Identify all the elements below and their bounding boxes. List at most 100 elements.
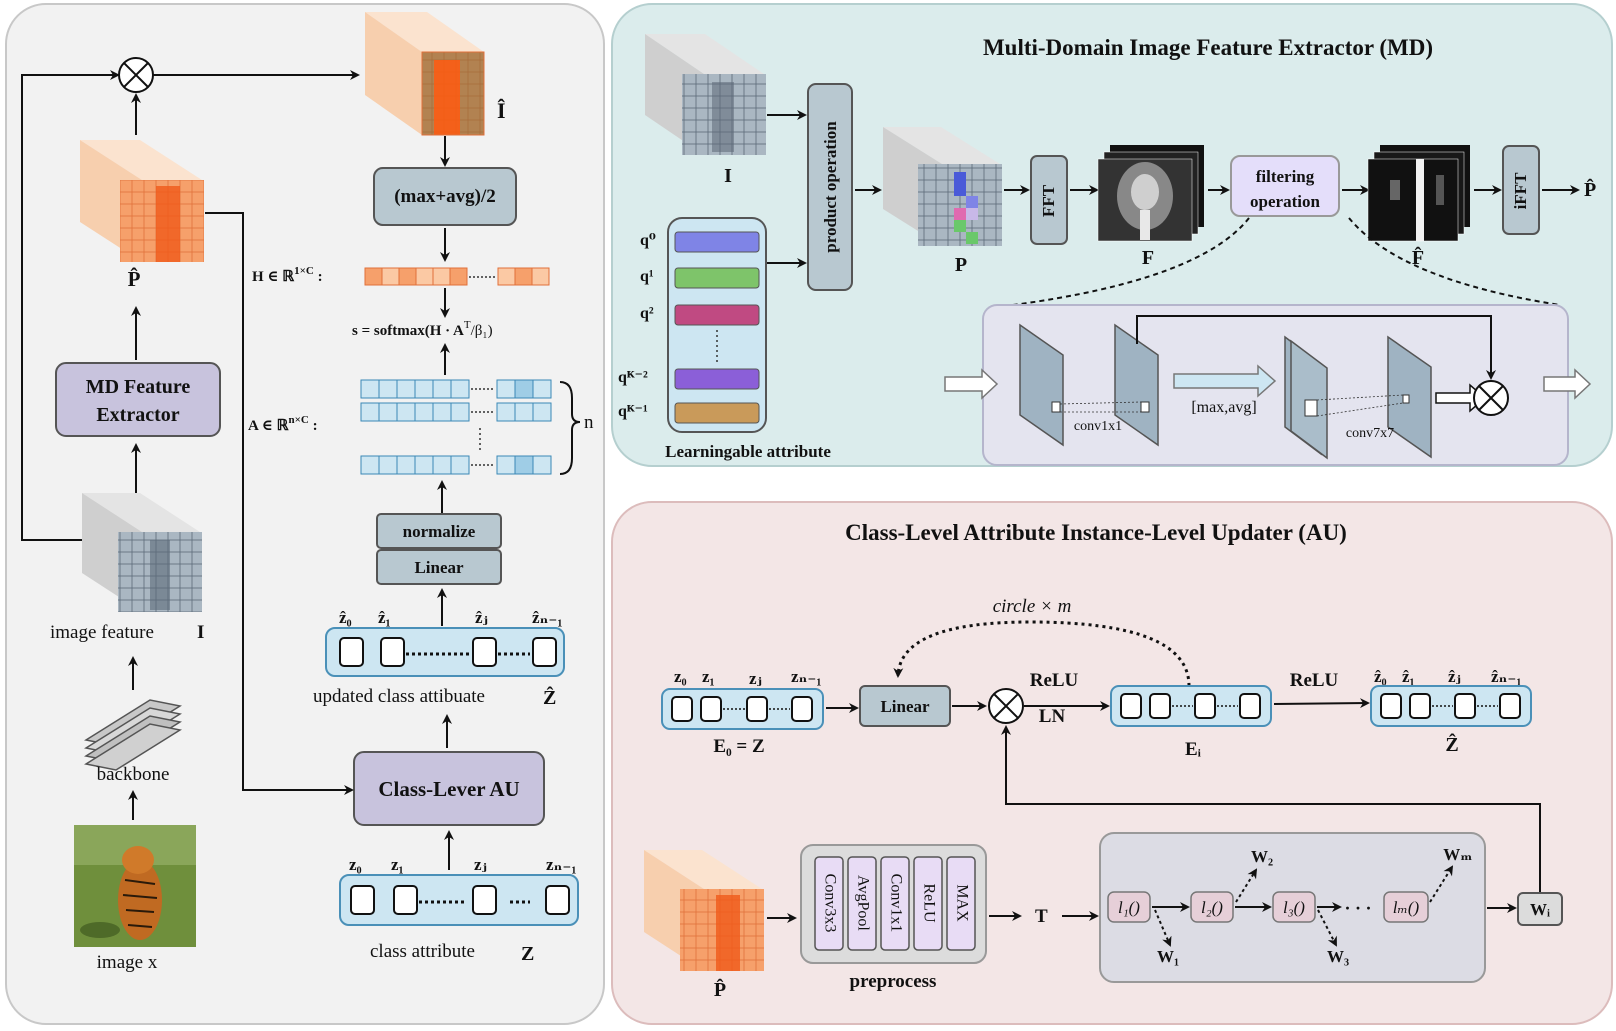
- filtering-line1: filtering: [1256, 167, 1315, 186]
- normalize-label: normalize: [403, 522, 476, 541]
- qk1-label: qᴷ⁻¹: [618, 403, 648, 420]
- au-zhat1-label: ẑ₁: [1402, 667, 1415, 686]
- p-label-md: P: [955, 254, 967, 276]
- h-label: H ∈ ℝ1×C :: [252, 265, 323, 285]
- arrow-p-to-au: [205, 212, 354, 795]
- preprocess-label: preprocess: [850, 971, 937, 992]
- ifft-label: iFFT: [1511, 172, 1530, 209]
- pre-layer-2: AvgPool: [854, 875, 871, 931]
- ei-label: Eᵢ: [1185, 739, 1202, 760]
- class-lever-au-box: [353, 751, 545, 826]
- wi-label: Wᵢ: [1530, 900, 1550, 919]
- z-n-label: zₙ₋₁: [546, 855, 576, 874]
- p-hat-cube-left: [80, 140, 204, 262]
- zhat-n-label: ẑₙ₋₁: [532, 608, 562, 627]
- tiger-image: [74, 825, 196, 947]
- lm-label: lₘ(): [1393, 898, 1420, 917]
- e0-label: E₀ = Z: [713, 736, 764, 757]
- product-label: product operation: [821, 121, 840, 253]
- l3-label: l₃(): [1283, 898, 1305, 917]
- au-multiply-icon: [988, 688, 1024, 724]
- i-hat-label: Î: [497, 98, 506, 123]
- q1-label: q¹: [640, 268, 654, 285]
- qk2-label: qᴷ⁻²: [618, 369, 648, 386]
- image-feature-var: I: [197, 622, 204, 643]
- image-feature-cube: [82, 493, 202, 612]
- preprocess-layers: [814, 856, 976, 951]
- i-label-md: I: [724, 165, 732, 187]
- ifft-box: [1502, 145, 1540, 235]
- pre-layer-4: ReLU: [920, 883, 937, 923]
- wm-label: Wₘ: [1443, 845, 1472, 864]
- md-feature-extractor-box: [55, 362, 221, 437]
- detail-out-arrow: [1543, 368, 1592, 400]
- zhat-0-label: ẑ₀: [339, 608, 352, 627]
- class-attr-label: class attribute: [370, 941, 475, 962]
- circle-label: circle × m: [993, 596, 1072, 617]
- au-z1-label: z₁: [702, 667, 715, 686]
- relu1-label: ReLU: [1030, 670, 1079, 691]
- learn-label: Learningable attribute: [665, 442, 831, 461]
- maxavg-label: (max+avg)/2: [394, 186, 496, 207]
- updated-var-label: Ẑ: [543, 685, 556, 709]
- n-brace: [559, 381, 581, 475]
- relu2-label: ReLU: [1290, 670, 1339, 691]
- au-title: Class-Level Attribute Instance-Level Upd…: [845, 520, 1347, 545]
- z-0-label: z₀: [349, 855, 362, 874]
- h-vector: [364, 267, 550, 286]
- filtering-box: [1230, 155, 1340, 217]
- fft-label: FFT: [1039, 184, 1058, 217]
- fft-box: [1030, 155, 1068, 245]
- backbone-label: backbone: [97, 764, 170, 785]
- image-x-label: image x: [97, 952, 158, 973]
- t-label: T: [1035, 906, 1048, 927]
- w2-label: W₂: [1251, 847, 1273, 866]
- f-hat-label: F̂: [1412, 245, 1424, 269]
- q2-label: q²: [640, 305, 654, 322]
- maxavg-box: [373, 167, 517, 226]
- a-matrix: [360, 379, 552, 475]
- pre-layer-3: Conv1x1: [887, 874, 904, 933]
- n-label: n: [584, 412, 594, 433]
- au-zj-label: zⱼ: [749, 669, 762, 688]
- detail-in-arrow: [944, 368, 999, 400]
- f-label: F: [1142, 247, 1154, 269]
- conv7-label: conv7x7: [1346, 426, 1394, 441]
- z-1-label: z₁: [391, 855, 404, 874]
- a-label: A ∈ ℝn×C :: [248, 414, 318, 434]
- p-hat-cube-au: [644, 850, 764, 971]
- au-zhat0-label: ẑ₀: [1374, 667, 1387, 686]
- normalize-box: [376, 513, 502, 549]
- i-hat-cube: [365, 12, 485, 136]
- f-hat-spectrum: [1367, 145, 1470, 242]
- pre-layer-5: MAX: [953, 884, 970, 922]
- l2-label: l₂(): [1201, 898, 1223, 917]
- zhat-1-label: ẑ₁: [378, 608, 391, 627]
- ln-label: LN: [1039, 706, 1066, 727]
- md-box-line2: Extractor: [96, 404, 179, 426]
- p-hat-label-left: P̂: [128, 267, 141, 291]
- w1-label: W₁: [1157, 947, 1179, 966]
- chain-dots: · · ·: [1344, 898, 1371, 918]
- class-var-label: Z: [521, 943, 534, 965]
- au-zn-label: zₙ₋₁: [791, 667, 821, 686]
- p-cube-md: [883, 127, 1002, 246]
- backbone-icon: [84, 699, 182, 771]
- au-zhatj-label: ẑⱼ: [1448, 667, 1461, 686]
- linear-box-au: [859, 685, 951, 727]
- zhat-j-label: ẑⱼ: [475, 608, 488, 627]
- au-zhat-var: Ẑ: [1445, 732, 1458, 756]
- f-spectrum: [1097, 145, 1204, 242]
- pre-layer-1: Conv3x3: [821, 874, 838, 933]
- au-zhatn-label: ẑₙ₋₁: [1491, 667, 1521, 686]
- p-hat-label-md: P̂: [1584, 177, 1596, 201]
- detail-multiply-icon: [1473, 380, 1509, 416]
- md-title: Multi-Domain Image Feature Extractor (MD…: [983, 35, 1433, 60]
- md-box-line1: MD Feature: [86, 376, 191, 398]
- au-z0-label: z₀: [674, 667, 687, 686]
- w3-label: W₃: [1327, 947, 1349, 966]
- linear-label-au: Linear: [880, 697, 930, 716]
- l1-label: l₁(): [1118, 898, 1140, 917]
- linear-label-left: Linear: [414, 558, 464, 577]
